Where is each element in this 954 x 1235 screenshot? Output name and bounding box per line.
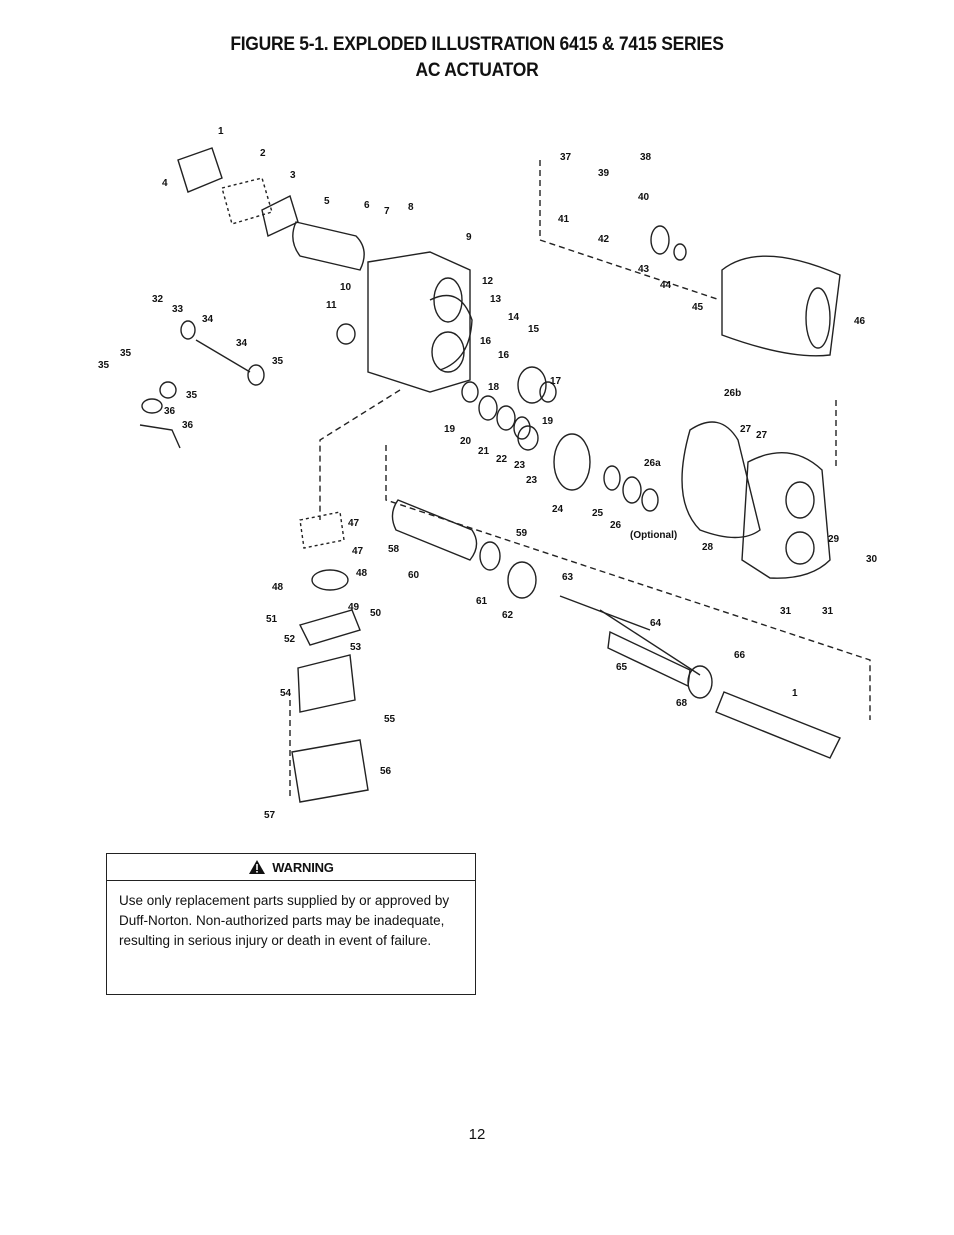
part-callout: 31	[822, 606, 834, 617]
part-callout: 45	[692, 302, 704, 313]
part-callout: 29	[828, 534, 840, 545]
part-callout: 59	[516, 528, 528, 539]
part-callout: 16	[498, 350, 510, 361]
part-callout: 68	[676, 698, 688, 709]
part-callout: 8	[408, 202, 414, 213]
part-callout: 56	[380, 766, 392, 777]
part-callout: 44	[660, 280, 672, 291]
part-callout: 25	[592, 508, 604, 519]
part-callout: 5	[324, 196, 330, 207]
part-callout: 48	[272, 582, 284, 593]
part-callout: 40	[638, 192, 650, 203]
warning-text: Use only replacement parts supplied by o…	[119, 893, 450, 948]
part-callout: 61	[476, 596, 488, 607]
part-callout: 14	[508, 312, 520, 323]
part-callout: 49	[348, 602, 360, 613]
part-callout: 33	[172, 304, 184, 315]
part-callout: 42	[598, 234, 610, 245]
page-number: 12	[468, 1126, 486, 1143]
part-callout: 58	[388, 544, 400, 555]
part-callout: (Optional)	[630, 530, 677, 541]
warning-box: WARNING Use only replacement parts suppl…	[106, 853, 476, 995]
part-callout: 37	[560, 152, 572, 163]
part-callout: 41	[558, 214, 570, 225]
warning-header: WARNING	[107, 854, 475, 881]
part-callout: 62	[502, 610, 514, 621]
warning-triangle-icon	[249, 860, 266, 874]
warning-heading: WARNING	[272, 859, 334, 875]
part-callout: 35	[272, 356, 284, 367]
part-callout: 57	[264, 810, 276, 821]
part-callout: 21	[478, 446, 490, 457]
part-callout: 35	[186, 390, 198, 401]
part-callout: 19	[542, 416, 554, 427]
part-callout: 46	[854, 316, 866, 327]
part-callout: 60	[408, 570, 420, 581]
part-callout: 65	[616, 662, 628, 673]
part-callout: 27	[756, 430, 768, 441]
part-callout: 43	[638, 264, 650, 275]
part-callout: 23	[526, 475, 538, 486]
part-callout: 53	[350, 642, 362, 653]
part-callout: 66	[734, 650, 746, 661]
part-callout: 50	[370, 608, 382, 619]
part-callout: 34	[236, 338, 248, 349]
part-callout: 55	[384, 714, 396, 725]
part-callout: 20	[460, 436, 472, 447]
part-callout: 26b	[724, 388, 741, 399]
part-callout: 34	[202, 314, 214, 325]
part-callout: 15	[528, 324, 540, 335]
part-callout: 17	[550, 376, 562, 387]
part-callout: 32	[152, 294, 164, 305]
part-callout: 54	[280, 688, 292, 699]
part-callout: 19	[444, 424, 456, 435]
part-callout: 36	[164, 406, 176, 417]
part-callout: 26	[610, 520, 622, 531]
part-callout: 63	[562, 572, 574, 583]
part-callout: 31	[780, 606, 792, 617]
figure-title-line-2: AC ACTUATOR	[415, 60, 539, 81]
part-callout: 6	[364, 200, 370, 211]
part-callout: 22	[496, 454, 508, 465]
part-callout: 47	[352, 546, 364, 557]
part-callout: 10	[340, 282, 352, 293]
part-callout: 64	[650, 618, 662, 629]
part-callout: 9	[466, 232, 472, 243]
part-callout: 38	[640, 152, 652, 163]
part-callout: 23	[514, 460, 526, 471]
part-callout: 4	[162, 178, 168, 189]
part-callout: 7	[384, 206, 390, 217]
part-callout: 47	[348, 518, 360, 529]
part-callout: 18	[488, 382, 500, 393]
part-callout: 3	[290, 170, 296, 181]
figure-title-line-1: FIGURE 5-1. EXPLODED ILLUSTRATION 6415 &…	[230, 34, 724, 55]
part-callout: 27	[740, 424, 752, 435]
part-callout: 36	[182, 420, 194, 431]
part-callout: 35	[98, 360, 110, 371]
part-callout: 1	[792, 688, 798, 699]
part-callout: 52	[284, 634, 296, 645]
part-callout: 24	[552, 504, 564, 515]
part-callout: 2	[260, 148, 266, 159]
part-callout: 28	[702, 542, 714, 553]
part-callout: 35	[120, 348, 132, 359]
part-callout: 11	[326, 300, 337, 311]
part-callout: 30	[866, 554, 878, 565]
part-callout: 12	[482, 276, 494, 287]
part-callout: 39	[598, 168, 610, 179]
part-callout: 51	[266, 614, 278, 625]
part-callout: 48	[356, 568, 368, 579]
part-callout: 16	[480, 336, 492, 347]
part-callout: 1	[218, 126, 224, 137]
part-callout: 13	[490, 294, 502, 305]
part-callout: 26a	[644, 458, 661, 469]
